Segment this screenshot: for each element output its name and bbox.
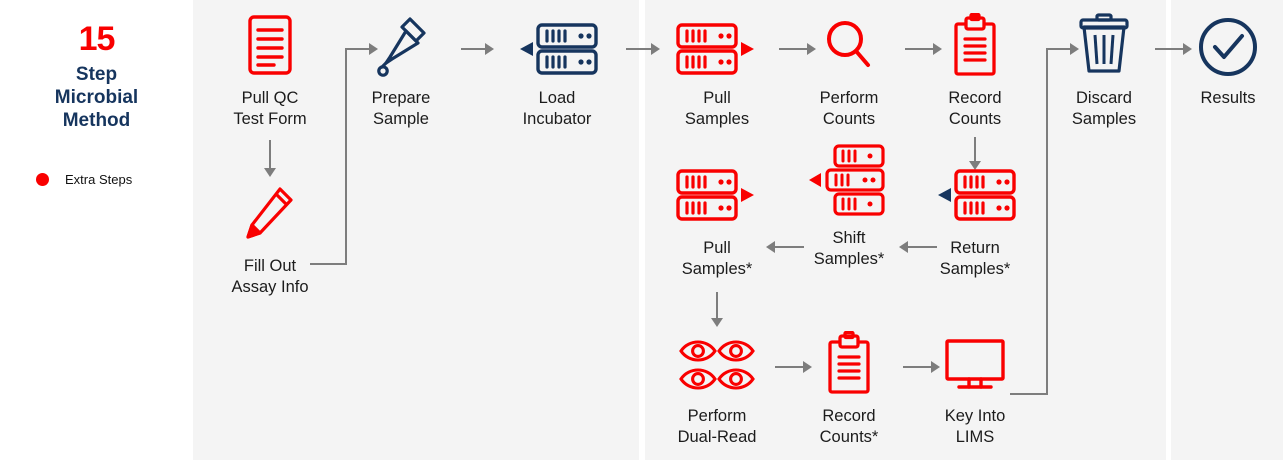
node-pull-samples-2[interactable]: Pull Samples* [652, 162, 782, 280]
clipboard-icon [820, 330, 878, 402]
node-label: Prepare Sample [371, 89, 431, 128]
magnifier-icon [819, 12, 879, 84]
red-dot-icon [36, 173, 49, 186]
panel-preparation [193, 0, 639, 460]
node-discard-samples[interactable]: Discard Samples [1039, 12, 1169, 130]
node-label: Fill Out Assay Info [231, 257, 309, 296]
title-line-2: Microbial [54, 87, 139, 108]
panel-results [1171, 0, 1283, 460]
check-circle-icon [1193, 12, 1263, 84]
node-perform-counts[interactable]: Perform Counts [784, 12, 914, 130]
node-pull-samples[interactable]: Pull Samples [652, 12, 782, 130]
incubator-out-icon [671, 12, 763, 84]
monitor-icon [940, 330, 1010, 402]
trash-icon [1073, 12, 1135, 84]
pipette-icon [370, 12, 432, 84]
node-label: Key Into LIMS [944, 407, 1006, 446]
node-record-counts-2[interactable]: Record Counts* [784, 330, 914, 448]
legend-extra-steps-label: Extra Steps [65, 172, 133, 187]
incubator-in-icon [929, 162, 1021, 234]
node-label: Perform Counts [819, 89, 879, 128]
node-label: Pull QC Test Form [233, 89, 307, 128]
node-return-samples[interactable]: Return Samples* [910, 162, 1040, 280]
node-prepare-sample[interactable]: Prepare Sample [336, 12, 466, 130]
node-load-incubator[interactable]: Load Incubator [492, 12, 622, 130]
node-label: Pull Samples [684, 89, 750, 128]
node-label: Return Samples* [939, 239, 1011, 278]
title-line-3: Method [62, 110, 131, 131]
node-label: Results [1200, 89, 1256, 107]
title-line-1: Step [75, 64, 118, 85]
node-results[interactable]: Results [1163, 12, 1287, 109]
pencil-icon [239, 180, 301, 252]
incubator-icon [511, 12, 603, 84]
node-label: Record Counts* [819, 407, 879, 446]
node-label: Shift Samples* [813, 229, 885, 268]
node-label: Perform Dual-Read [677, 407, 757, 446]
node-shift-samples[interactable]: Shift Samples* [784, 144, 914, 270]
node-perform-dual-read[interactable]: Perform Dual-Read [652, 330, 782, 448]
node-key-into-lims[interactable]: Key Into LIMS [910, 330, 1040, 448]
node-label: Record Counts [948, 89, 1002, 128]
legend-extra-steps: Extra Steps [36, 172, 132, 187]
step-count: 15 [78, 20, 116, 58]
node-label: Discard Samples [1071, 89, 1137, 128]
clipboard-icon [946, 12, 1004, 84]
incubator-shift-icon [803, 144, 895, 224]
eyes-icon [677, 330, 757, 402]
incubator-out-icon [671, 162, 763, 234]
legend-block: 15 Step Microbial Method Extra Steps [0, 0, 193, 460]
node-label: Load Incubator [522, 89, 592, 128]
document-icon [241, 12, 299, 84]
node-pull-qc-test-form[interactable]: Pull QC Test Form [205, 12, 335, 130]
node-fill-out-assay-info[interactable]: Fill Out Assay Info [205, 180, 335, 298]
node-label: Pull Samples* [681, 239, 753, 278]
node-record-counts[interactable]: Record Counts [910, 12, 1040, 130]
